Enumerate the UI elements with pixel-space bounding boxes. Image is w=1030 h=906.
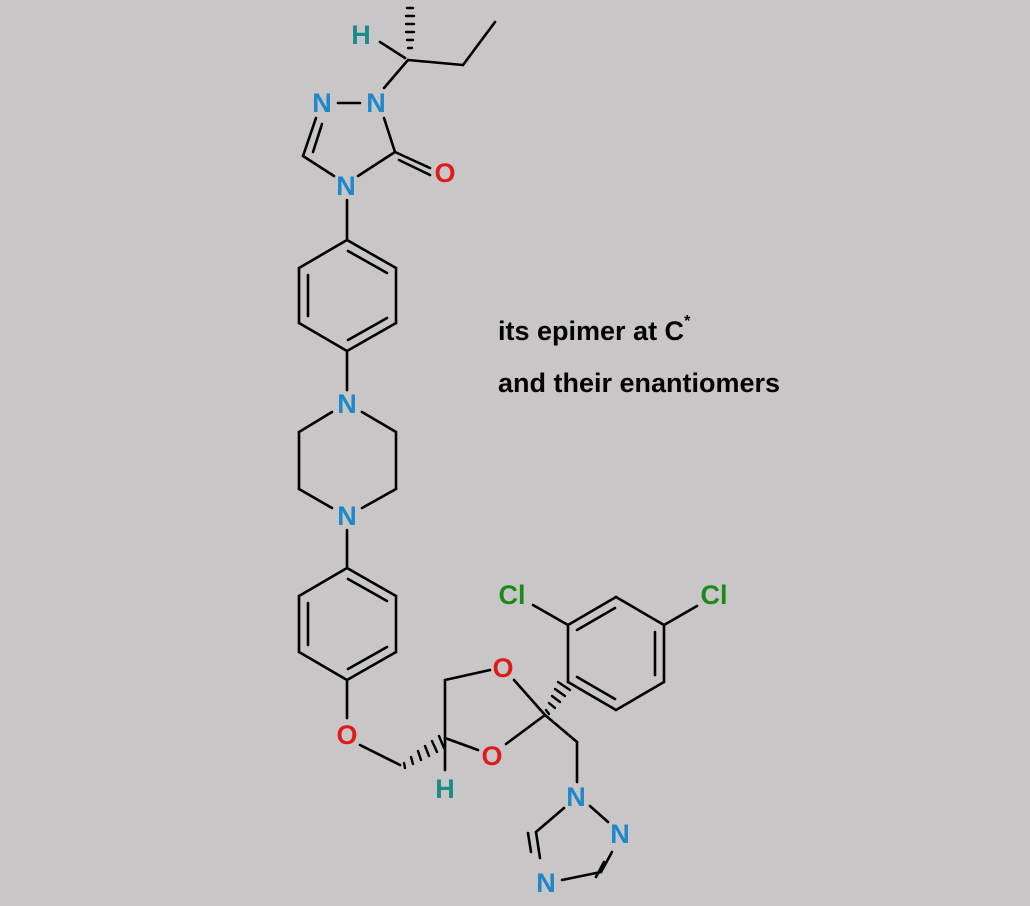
atom-n-triazole-2: N xyxy=(610,819,630,849)
atom-n-triazole-4: N xyxy=(536,868,556,898)
atom-cl-ortho: Cl xyxy=(499,580,526,610)
atom-n-piperazine-top: N xyxy=(337,389,357,419)
bond-lines xyxy=(297,20,699,882)
caption-line-2: and their enantiomers xyxy=(498,368,780,398)
atom-n1: N xyxy=(312,88,332,118)
caption-line-1: its epimer at C* xyxy=(498,313,691,346)
atom-o-dioxolane-3: O xyxy=(481,741,502,771)
atom-h-dioxolane: H xyxy=(435,774,455,804)
atom-n4: N xyxy=(336,171,356,201)
caption: its epimer at C* and their enantiomers xyxy=(498,313,780,398)
atom-n2: N xyxy=(366,88,386,118)
atom-labels: H N N N O N N O O O H Cl Cl N N N xyxy=(312,20,727,898)
atom-h-top: H xyxy=(351,20,371,50)
atom-n-triazole-1: N xyxy=(566,782,586,812)
atom-o-ether: O xyxy=(336,720,357,750)
atom-cl-para: Cl xyxy=(701,580,728,610)
atom-n-piperazine-bottom: N xyxy=(337,501,357,531)
atom-o-carbonyl: O xyxy=(434,158,455,188)
atom-o-dioxolane-1: O xyxy=(492,653,513,683)
stereo-bonds xyxy=(402,6,572,770)
